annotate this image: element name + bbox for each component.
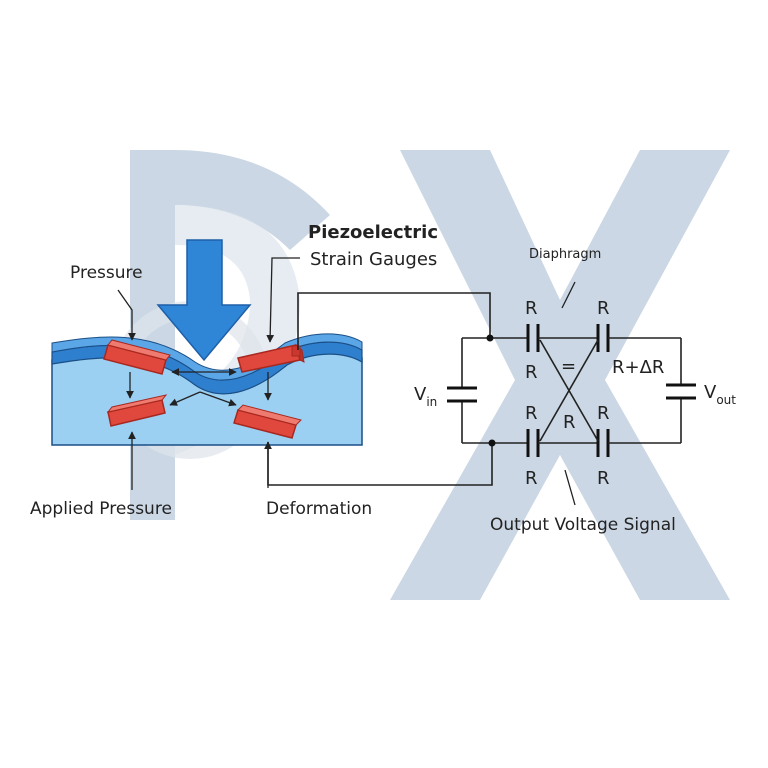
resistor-label-top-right-delta: R+ΔR [612, 357, 664, 378]
resistor-label-bottom-right-lower: R [597, 468, 610, 489]
resistor-label-center: R [563, 412, 576, 433]
equals-sign: = [561, 356, 576, 377]
strain-gauge-bottom-right [233, 404, 302, 439]
resistor-label-top-left-lower: R [525, 362, 538, 383]
sensor-wires [267, 292, 493, 486]
diaphragm-label: Diaphragm [529, 247, 601, 262]
strain-gauge-top-right [237, 343, 305, 373]
applied-pressure-label: Applied Pressure [30, 499, 172, 519]
pressure-arrow [156, 239, 252, 362]
resistor-label-top-left-upper: R [525, 298, 538, 319]
strain-gauge-bottom-left [106, 394, 168, 427]
title-line-2: Strain Gauges [310, 249, 437, 270]
strain-arrows [126, 368, 272, 407]
resistor-label-bottom-right-upper: R [597, 403, 610, 424]
title-line-1: Piezoelectric [308, 222, 438, 243]
bridge-circuit [447, 281, 696, 506]
strain-gauge-top-left [103, 339, 171, 375]
resistor-label-bottom-left-lower: R [525, 468, 538, 489]
vin-label: Vin [414, 384, 437, 409]
deformation-label: Deformation [266, 499, 372, 519]
resistor-label-bottom-left-upper: R [525, 403, 538, 424]
output-voltage-signal-label: Output Voltage Signal [490, 515, 676, 535]
resistor-label-top-right-upper: R [597, 298, 610, 319]
pressure-label: Pressure [70, 263, 143, 283]
vout-label: Vout [704, 382, 736, 407]
